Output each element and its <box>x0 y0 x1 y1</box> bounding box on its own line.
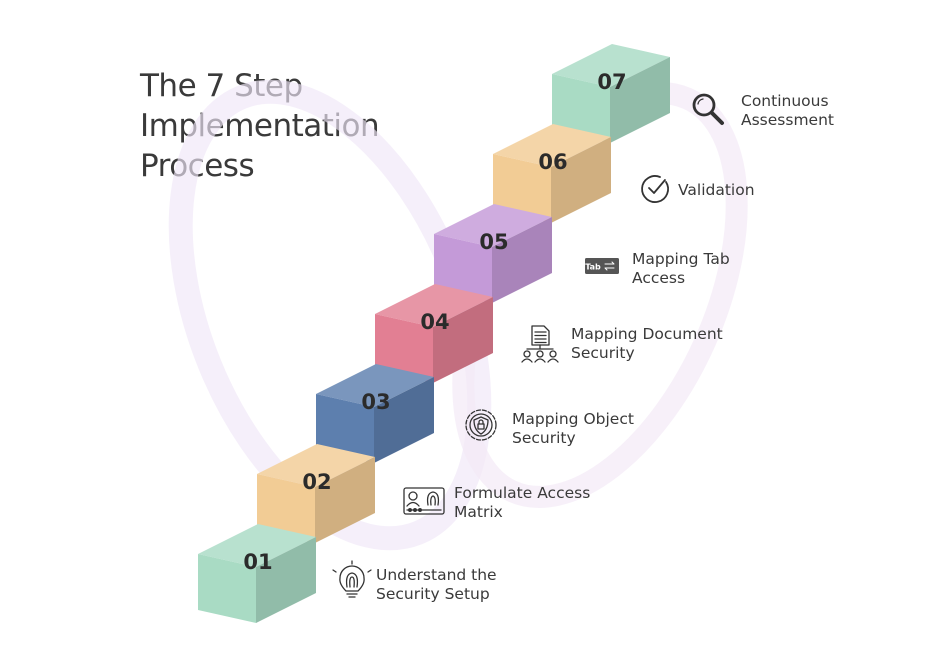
block-side-face <box>492 217 552 303</box>
step-block-01: 01 <box>198 524 316 623</box>
block-top-face <box>493 124 611 167</box>
step-label-text: Validation <box>678 181 755 199</box>
check-circle-icon <box>641 175 669 203</box>
step-number-07: 07 <box>597 70 626 94</box>
block-side-face <box>551 137 611 223</box>
step-number-05: 05 <box>479 230 508 254</box>
block-front-face <box>316 394 374 463</box>
step-blocks: 07 06 05 04 03 02 01 <box>198 44 670 623</box>
block-front-face <box>552 74 610 143</box>
block-top-face <box>434 204 552 247</box>
block-front-face <box>434 234 492 303</box>
block-side-face <box>374 377 434 463</box>
step-block-07: 07 <box>552 44 670 143</box>
step-number-03: 03 <box>361 390 390 414</box>
block-top-face <box>552 44 670 87</box>
block-top-face <box>257 444 375 487</box>
magnifier-icon <box>692 93 724 125</box>
block-side-face <box>256 537 316 623</box>
block-front-face <box>257 474 315 543</box>
shield-lock-gear-icon <box>465 409 497 441</box>
document-users-icon <box>521 325 559 363</box>
lightbulb-fingerprint-icon <box>332 560 372 598</box>
step-label-06: Validation <box>641 175 755 203</box>
block-side-face <box>315 457 375 543</box>
step-block-04: 04 <box>375 284 493 383</box>
tab-key-icon: Tab <box>585 258 619 274</box>
step-block-05: 05 <box>434 204 552 303</box>
block-front-face <box>375 314 433 383</box>
step-number-01: 01 <box>243 550 272 574</box>
svg-text:Tab: Tab <box>585 263 601 272</box>
step-number-06: 06 <box>538 150 567 174</box>
step-block-03: 03 <box>316 364 434 463</box>
id-card-fingerprint-icon <box>403 487 445 515</box>
block-top-face <box>316 364 434 407</box>
block-front-face <box>493 154 551 223</box>
block-top-face <box>198 524 316 567</box>
step-block-06: 06 <box>493 124 611 223</box>
step-block-02: 02 <box>257 444 375 543</box>
block-side-face <box>610 57 670 143</box>
step-number-04: 04 <box>420 310 449 334</box>
step-number-02: 02 <box>302 470 331 494</box>
block-top-face <box>375 284 493 327</box>
block-side-face <box>433 297 493 383</box>
block-front-face <box>198 554 256 623</box>
